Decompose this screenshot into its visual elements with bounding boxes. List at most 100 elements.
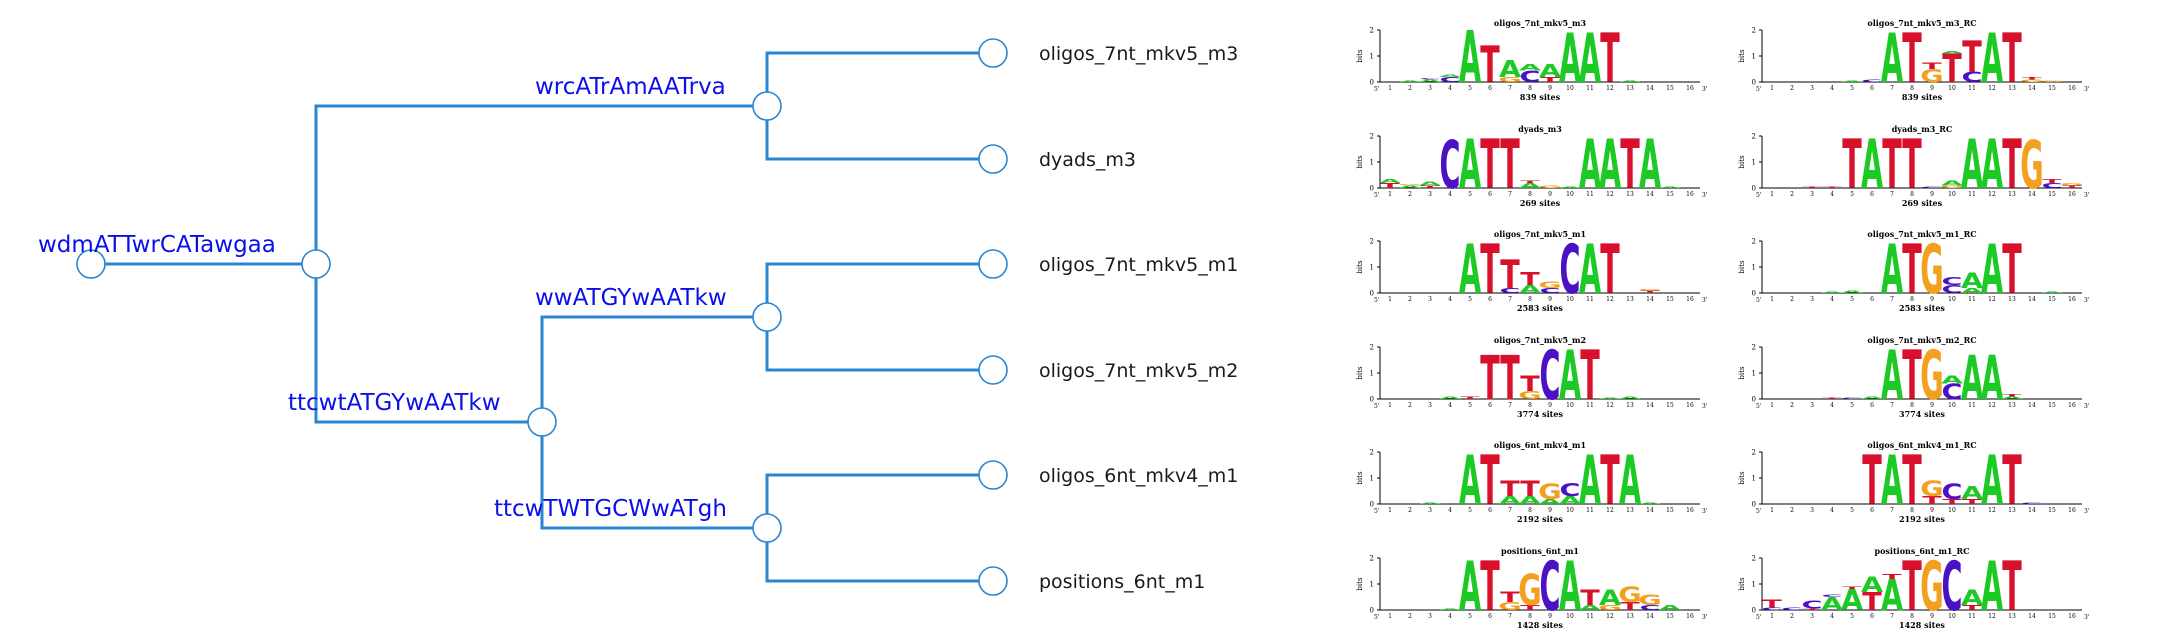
logo-row2-reverse-letter-A: A xyxy=(1941,179,1963,187)
logo-row4-reverse-position-label: 8 xyxy=(1910,402,1914,409)
logo-row1-reverse-letter-A: A xyxy=(1841,80,1864,82)
logo-row1-forward-letter-T: T xyxy=(1600,21,1620,99)
logo-row1-forward-y-tick-label: 0 xyxy=(1370,79,1374,87)
logo-row1-forward-position-label: 11 xyxy=(1586,85,1594,92)
logo-row2-reverse-position-label: 8 xyxy=(1910,191,1914,198)
logo-row5-forward-five-prime: 5' xyxy=(1374,508,1380,515)
logo-row5-reverse-letter-A: A xyxy=(1881,443,1903,521)
logo-row6-reverse-letter-T: T xyxy=(1762,598,1782,610)
logo-row6-reverse-position-label: 14 xyxy=(2028,613,2036,620)
logo-row2-reverse-letter-T: T xyxy=(1802,186,1822,188)
logo-row4-reverse-letter-A: A xyxy=(1981,344,2003,414)
leaf-node-3[interactable] xyxy=(978,249,1008,279)
logo-row6-reverse-position-label: 16 xyxy=(2068,613,2076,620)
logo-row3-reverse-position-label: 5 xyxy=(1850,296,1854,303)
logo-row1-reverse-letter-T: T xyxy=(1962,32,1982,83)
n5-consensus-label: ttcwTWTGCWwATgh xyxy=(494,496,727,522)
logo-row2-forward-position-label: 5 xyxy=(1468,191,1472,198)
logo-row6-forward-position-label: 8 xyxy=(1528,613,1532,620)
leaf-node-4[interactable] xyxy=(978,355,1008,385)
logo-row6-forward-y-tick-label: 0 xyxy=(1370,607,1374,615)
internal-node-n1[interactable] xyxy=(301,249,331,279)
logo-row3-forward-position-label: 4 xyxy=(1448,296,1452,303)
logo-row3-forward-letter-A: A xyxy=(1459,232,1481,310)
leaf-label-4[interactable]: oligos_7nt_mkv5_m2 xyxy=(1039,360,1238,382)
internal-node-n5[interactable] xyxy=(752,513,782,543)
leaf-label-1[interactable]: oligos_7nt_mkv5_m3 xyxy=(1039,43,1238,65)
logo-row3-reverse-letter-C: C xyxy=(1942,276,1963,288)
logo-row2-reverse-position-label: 4 xyxy=(1830,191,1834,198)
logo-row6-forward-letter-G: G xyxy=(1498,601,1521,613)
logo-row1-forward-sites: 839 sites xyxy=(1520,92,1561,102)
logo-row5-reverse-y-tick-label: 1 xyxy=(1752,475,1756,483)
logo-row6-forward-letter-A: A xyxy=(1599,585,1622,610)
logo-row3-reverse-position-label: 6 xyxy=(1870,296,1874,303)
branch-n4-leaf3 xyxy=(765,262,993,317)
internal-node-n4[interactable] xyxy=(752,302,782,332)
logo-row2-forward-letter-T: T xyxy=(1420,185,1440,189)
logo-row4-reverse-letter-A: A xyxy=(1881,338,1903,416)
root-node[interactable] xyxy=(76,249,106,279)
logo-row5-reverse-position-label: 16 xyxy=(2068,507,2076,514)
logo-row1-forward-three-prime: 3' xyxy=(1702,86,1708,93)
logo-row4-forward-letter-T: T xyxy=(1460,396,1480,400)
internal-node-n3[interactable] xyxy=(527,407,557,437)
logo-row2-reverse-letter-G: G xyxy=(1940,185,1963,189)
logo-row1-forward-position-label: 1 xyxy=(1388,85,1392,92)
logo-row5-forward-letter-G: G xyxy=(1538,479,1561,504)
logo-row1-forward-letter-C: C xyxy=(1440,75,1461,83)
logo-row6-reverse-position-label: 13 xyxy=(2008,613,2016,620)
leaf-node-2[interactable] xyxy=(978,144,1008,174)
logo-row4-forward-letter-T: T xyxy=(1520,372,1540,397)
internal-node-n2[interactable] xyxy=(752,91,782,121)
leaf-label-6[interactable]: positions_6nt_m1 xyxy=(1039,571,1205,593)
branch-n1-n2 xyxy=(314,104,767,264)
logo-row6-forward-position-label: 14 xyxy=(1646,613,1654,620)
logo-row5-reverse-letter-T: T xyxy=(1862,443,1882,521)
logo-row2-forward-title: dyads_m3 xyxy=(1518,124,1562,134)
logo-row6-reverse-letter-T: T xyxy=(1842,586,1862,590)
logo-row4-reverse-letter-A: A xyxy=(1861,396,1883,400)
logo-row2-reverse-position-label: 6 xyxy=(1870,191,1874,198)
logo-row3-forward-letter-T: T xyxy=(1480,232,1500,310)
branch-n3-n4 xyxy=(540,315,767,422)
logo-row3-reverse-position-label: 15 xyxy=(2048,296,2056,303)
logo-row1-forward-letter-A: A xyxy=(1619,80,1642,82)
logo-row2-forward-y-tick-label: 1 xyxy=(1370,159,1374,167)
logo-row4-forward-position-label: 16 xyxy=(1686,402,1694,409)
leaf-label-3[interactable]: oligos_7nt_mkv5_m1 xyxy=(1039,254,1238,276)
logo-row4-reverse-letter-T: T xyxy=(1822,397,1842,399)
logo-row4-reverse-letter-T: T xyxy=(2002,393,2022,397)
logo-row6-forward-letter-T: T xyxy=(1620,601,1640,613)
logo-row1-forward-letter-T: T xyxy=(1480,35,1500,94)
logo-row4-forward-three-prime: 3' xyxy=(1702,403,1708,410)
logo-row5-reverse-position-label: 1 xyxy=(1770,507,1774,514)
leaf-label-2[interactable]: dyads_m3 xyxy=(1039,149,1136,171)
logo-row5-reverse-position-label: 6 xyxy=(1870,507,1874,514)
logo-row2-reverse-letter-G: G xyxy=(2020,127,2043,204)
logo-row1-reverse-letter-T: T xyxy=(1922,61,1942,72)
leaf-node-5[interactable] xyxy=(978,460,1008,490)
logo-row1-forward-letter-A: A xyxy=(1519,62,1542,73)
leaf-node-1[interactable] xyxy=(978,38,1008,68)
logo-row3-forward-title: oligos_7nt_mkv5_m1 xyxy=(1494,229,1586,239)
logo-row3-forward-position-label: 13 xyxy=(1626,296,1634,303)
logo-row1-forward-position-label: 2 xyxy=(1408,85,1412,92)
logo-row2-reverse-letter-T: T xyxy=(1842,127,1862,205)
logo-row2-reverse-position-label: 11 xyxy=(1968,191,1976,198)
leaf-node-6[interactable] xyxy=(978,566,1008,596)
logo-row1-reverse-y-tick-label: 2 xyxy=(1752,27,1756,35)
logo-row1-forward-letter-A: A xyxy=(1439,73,1461,77)
logo-row3-forward-position-label: 2 xyxy=(1408,296,1412,303)
logo-row3-reverse-letter-C: C xyxy=(1942,284,1963,296)
logo-row2-forward-letter-A: A xyxy=(1459,127,1481,205)
logo-row5-reverse-position-label: 12 xyxy=(1988,507,1996,514)
logo-row2-forward-letter-C: C xyxy=(1440,127,1461,204)
logo-row5-forward-letter-T: T xyxy=(1500,477,1520,502)
leaf-label-5[interactable]: oligos_6nt_mkv4_m1 xyxy=(1039,465,1238,487)
logo-row4-reverse-position-label: 11 xyxy=(1968,402,1976,409)
logo-row5-forward-position-label: 2 xyxy=(1408,507,1412,514)
logo-row6-reverse-letter-C: C xyxy=(1822,594,1843,598)
logo-row1-forward-letter-C: C xyxy=(1520,68,1541,86)
